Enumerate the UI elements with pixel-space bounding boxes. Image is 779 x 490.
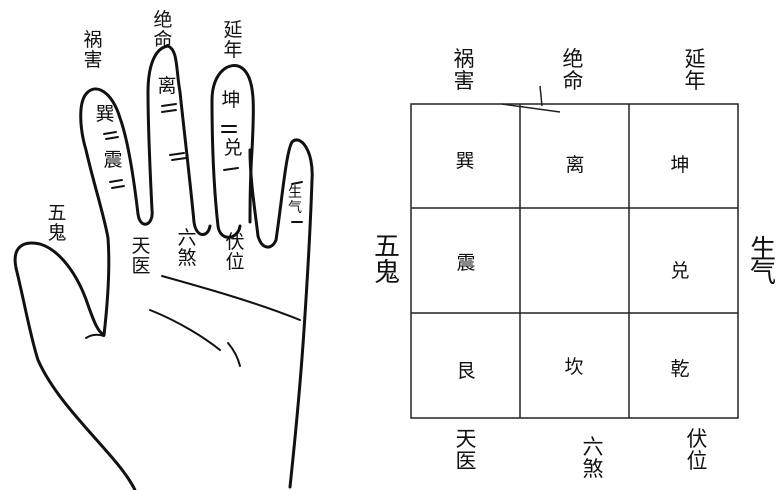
hand-label-tianyi: 天医 [131,235,151,277]
grid-top-label-jueming: 绝命 [562,47,584,93]
grid-cell-gen: 艮 [456,360,476,382]
bagua-grid-lines [410,85,739,419]
hand-label-jueming: 绝命 [153,9,173,51]
hand-label-fuwei: 伏位 [225,231,245,273]
hand-label-yannian: 延年 [223,19,243,61]
grid-right-label-shengqi: 生气 [749,235,776,289]
hand-label-liusha: 六煞 [177,227,197,269]
hand-label-wugui: 五鬼 [47,202,67,244]
grid-cell-xun: 巽 [455,150,475,172]
grid-cell-kan: 坎 [564,356,584,378]
finger-label-shengqi: 生气 [288,185,302,216]
grid-bottom-label-tianyi: 天医 [455,427,477,473]
grid-top-label-yannian: 延年 [684,47,706,93]
grid-top-label-huohai: 祸害 [453,47,475,93]
grid-left-label-wugui: 五鬼 [373,232,400,288]
grid-bottom-label-fuwei: 伏位 [686,427,708,473]
finger-trigram-li: 离 [157,75,177,97]
grid-cell-zhen: 震 [456,252,476,274]
grid-cell-kun: 坤 [670,154,690,176]
finger-trigram-zhen: 震 [103,149,123,171]
grid-cell-dui: 兑 [670,260,690,282]
grid-bottom-label-liusha: 六煞 [582,435,604,481]
hand-label-huohai: 祸害 [83,29,103,71]
finger-trigram-kun: 坤 [221,89,241,111]
finger-trigram-dui: 兑 [223,137,243,159]
grid-cell-li: 离 [565,154,585,176]
finger-trigram-xun: 巽 [95,103,115,125]
grid-cell-qian: 乾 [670,358,690,380]
